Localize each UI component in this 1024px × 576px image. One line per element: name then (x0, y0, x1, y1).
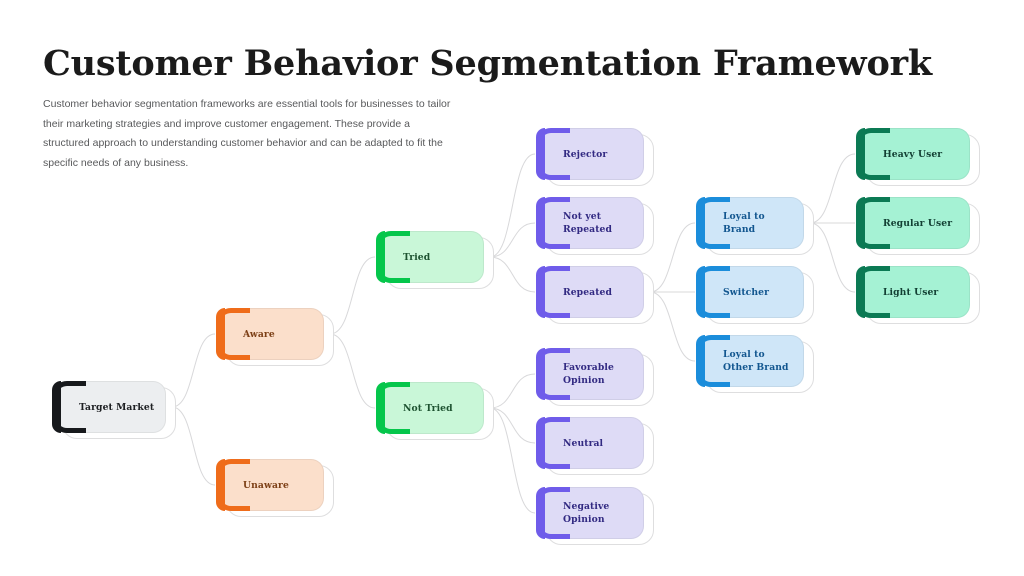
node-accent-bracket (216, 308, 250, 360)
node-repeated[interactable]: Repeated (536, 266, 654, 324)
node-label: Loyal to Other Brand (723, 349, 789, 373)
node-regular-user[interactable]: Regular User (856, 197, 980, 255)
node-label: Negative Opinion (563, 501, 610, 525)
node-label: Aware (243, 328, 275, 340)
connector-loyal-to-brand-to-heavy-user (809, 153, 856, 224)
connector-aware-to-not-tried (329, 333, 376, 409)
connector-tried-to-rejector (489, 153, 536, 258)
connector-target-market-to-aware (171, 333, 216, 408)
connector-tried-to-not-yet-repeated (489, 222, 536, 258)
node-accent-bracket (856, 266, 890, 318)
node-accent-bracket (536, 487, 570, 539)
node-favorable-opinion[interactable]: Favorable Opinion (536, 348, 654, 406)
connector-not-tried-to-negative-opinion (489, 407, 536, 514)
node-loyal-to-other-brand[interactable]: Loyal to Other Brand (696, 335, 814, 393)
connector-not-tried-to-favorable-opinion (489, 373, 536, 409)
node-label: Loyal to Brand (723, 211, 765, 235)
connector-aware-to-tried (329, 256, 376, 335)
node-label: Favorable Opinion (563, 362, 614, 386)
node-accent-bracket (536, 128, 570, 180)
node-switcher[interactable]: Switcher (696, 266, 814, 324)
node-label: Heavy User (883, 148, 943, 160)
node-label: Neutral (563, 437, 604, 449)
connector-not-tried-to-neutral (489, 407, 536, 444)
node-negative-opinion[interactable]: Negative Opinion (536, 487, 654, 545)
connector-target-market-to-unaware (171, 406, 216, 486)
node-label: Unaware (243, 479, 289, 491)
node-accent-bracket (856, 128, 890, 180)
node-label: Light User (883, 286, 939, 298)
node-loyal-to-brand[interactable]: Loyal to Brand (696, 197, 814, 255)
node-accent-bracket (696, 335, 730, 387)
connector-loyal-to-brand-to-light-user (809, 222, 856, 293)
node-rejector[interactable]: Rejector (536, 128, 654, 186)
node-label: Target Market (79, 401, 155, 413)
page-description: Customer behavior segmentation framework… (43, 98, 451, 170)
node-not-yet-repeated[interactable]: Not yet Repeated (536, 197, 654, 255)
node-label: Not Tried (403, 402, 453, 414)
node-accent-bracket (696, 197, 730, 249)
node-label: Not yet Repeated (563, 211, 613, 235)
node-label: Switcher (723, 286, 770, 298)
node-accent-bracket (216, 459, 250, 511)
node-tried[interactable]: Tried (376, 231, 494, 289)
connector-repeated-to-loyal-to-other-brand (649, 291, 696, 362)
node-accent-bracket (376, 382, 410, 434)
node-heavy-user[interactable]: Heavy User (856, 128, 980, 186)
node-accent-bracket (696, 266, 730, 318)
node-accent-bracket (536, 197, 570, 249)
connector-repeated-to-loyal-to-brand (649, 222, 696, 293)
page-title: Customer Behavior Segmentation Framework (43, 43, 932, 84)
node-unaware[interactable]: Unaware (216, 459, 334, 517)
node-not-tried[interactable]: Not Tried (376, 382, 494, 440)
node-label: Tried (403, 251, 431, 263)
node-accent-bracket (376, 231, 410, 283)
node-target-market[interactable]: Target Market (52, 381, 176, 439)
node-aware[interactable]: Aware (216, 308, 334, 366)
node-neutral[interactable]: Neutral (536, 417, 654, 475)
node-light-user[interactable]: Light User (856, 266, 980, 324)
connector-tried-to-repeated (489, 256, 536, 293)
node-label: Rejector (563, 148, 608, 160)
node-accent-bracket (536, 348, 570, 400)
node-accent-bracket (536, 417, 570, 469)
node-accent-bracket (52, 381, 86, 433)
node-label: Repeated (563, 286, 613, 298)
node-accent-bracket (536, 266, 570, 318)
node-accent-bracket (856, 197, 890, 249)
node-label: Regular User (883, 217, 953, 229)
